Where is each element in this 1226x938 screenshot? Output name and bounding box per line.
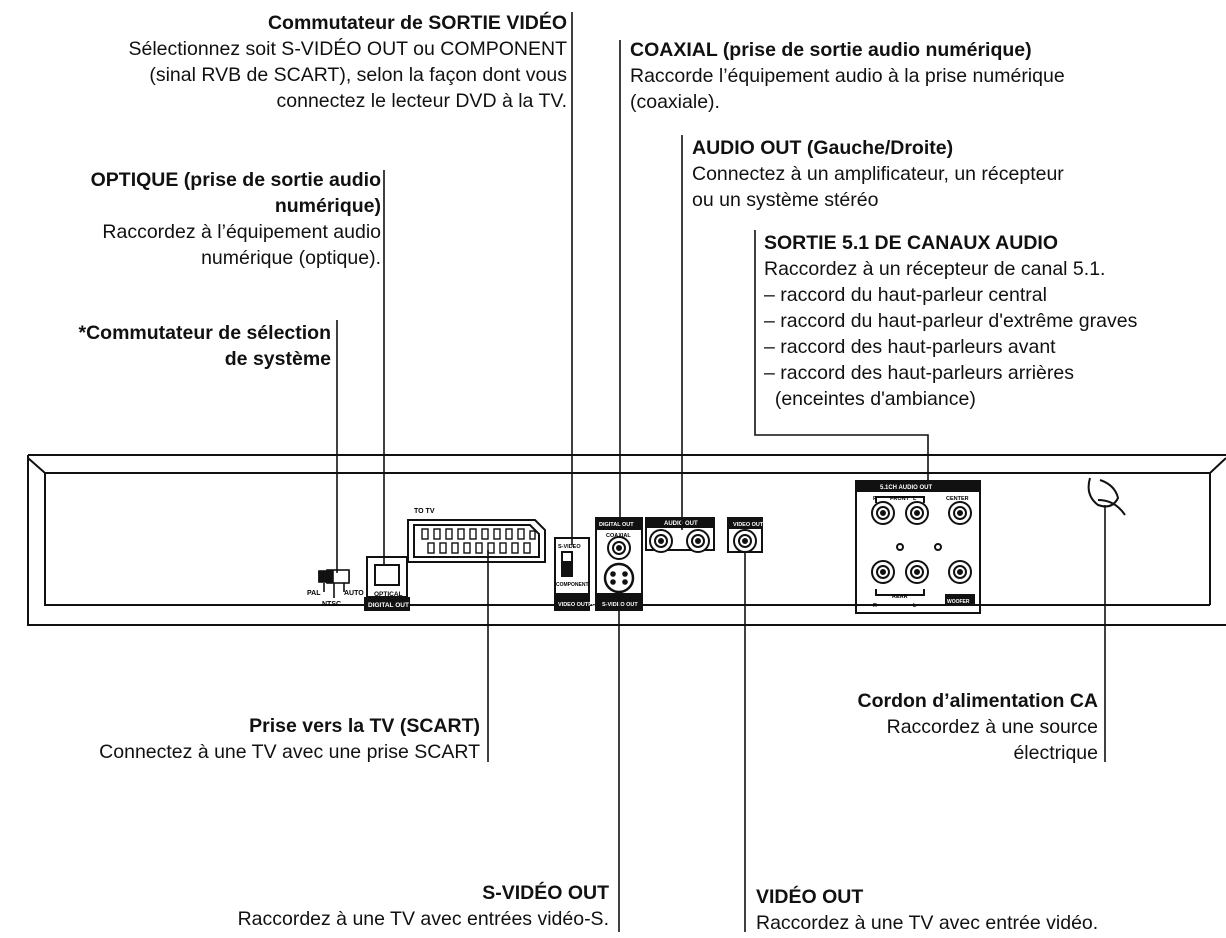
ntsc-label: NTSC	[322, 601, 341, 608]
audio-out-label: AUDIO OUT (Gauche/Droite) Connectez à un…	[692, 135, 1064, 213]
leader-lines	[336, 12, 1106, 932]
coaxial-title: COAXIAL (prise de sortie audio numérique…	[630, 39, 1032, 61]
optical-line: Raccordez à l’équipement audio	[102, 221, 381, 243]
scart-connector	[407, 519, 546, 563]
optical-line: numérique (optique).	[201, 247, 381, 269]
to-tv-label: TO TV	[414, 508, 435, 515]
optical-panel-label: OPTICAL	[374, 591, 403, 598]
scart-label: Prise vers la TV (SCART) Connectez à une…	[99, 713, 480, 765]
video-switch-label: Commutateur de SORTIE VIDÉO Sélectionnez…	[128, 10, 567, 114]
s-video-out-line: Raccordez à une TV avec entrées vidéo-S.	[237, 908, 609, 930]
scart-pins	[421, 528, 536, 554]
s-video-out-panel-label: S-VIDEO OUT	[602, 602, 638, 608]
power-cord	[1087, 477, 1126, 516]
video-out-title: VIDÉO OUT	[756, 886, 864, 908]
surround-line: (enceintes d'ambiance)	[764, 388, 976, 410]
auto-label: AUTO	[344, 590, 364, 597]
surround-line: – raccord des haut-parleurs avant	[764, 336, 1056, 358]
surround-title: SORTIE 5.1 DE CANAUX AUDIO	[764, 232, 1058, 254]
video-out-line: Raccordez à une TV avec entrée vidéo.	[756, 912, 1099, 934]
system-select-switch	[318, 569, 350, 598]
power-cord-title: Cordon d’alimentation CA	[857, 690, 1099, 712]
center-panel-label: CENTER	[946, 496, 969, 502]
coaxial-line: (coaxiale).	[630, 91, 720, 113]
surround-line: – raccord du haut-parleur d'extrême grav…	[764, 310, 1138, 332]
audio-out-title: AUDIO OUT (Gauche/Droite)	[692, 137, 954, 159]
audio-out-line: ou un système stéréo	[692, 189, 879, 211]
system-switch-title-1: *Commutateur de sélection	[78, 322, 331, 344]
video-switch-title: Commutateur de SORTIE VIDÉO	[267, 12, 567, 34]
video-out-jack	[727, 517, 763, 553]
rear-r-label: R	[873, 603, 877, 609]
woofer-panel-label: WOOFER	[947, 599, 970, 605]
system-switch-title-2: de système	[224, 348, 331, 370]
video-switch-line: connectez le lecteur DVD à la TV.	[276, 90, 568, 112]
video-switch-line: Sélectionnez soit S-VIDÉO OUT ou COMPONE…	[128, 38, 567, 60]
optical-jack	[364, 556, 410, 611]
ch-audio-out-panel-label: 5.1CH AUDIO OUT	[880, 485, 932, 491]
video-out-panel-label: VIDEO OUT	[733, 522, 764, 528]
optical-label: OPTIQUE (prise de sortie audio numérique…	[91, 167, 381, 271]
front-l-label: L	[913, 496, 917, 502]
coaxial-panel-label: COAXIAL	[606, 533, 631, 539]
component-switch-label: COMPONENT	[556, 582, 589, 588]
power-cord-line: électrique	[1013, 742, 1098, 764]
audio-out-panel-label: AUDIO OUT	[664, 521, 698, 527]
video-switch-line: (sinal RVB de SCART), selon la façon don…	[149, 64, 567, 86]
surround-line: – raccord du haut-parleur central	[764, 284, 1047, 306]
scart-title: Prise vers la TV (SCART)	[249, 715, 480, 737]
optical-title-1: OPTIQUE (prise de sortie audio	[90, 169, 381, 191]
s-video-out-title: S-VIDÉO OUT	[482, 882, 609, 904]
scart-line: Connectez à une TV avec une prise SCART	[99, 741, 480, 763]
front-r-label: R	[873, 496, 877, 502]
surround-line: – raccord des haut-parleurs arrières	[764, 362, 1074, 384]
s-video-switch-label: S-VIDEO	[558, 544, 581, 550]
coaxial-label: COAXIAL (prise de sortie audio numérique…	[630, 37, 1065, 115]
surround-line: Raccordez à un récepteur de canal 5.1.	[764, 258, 1106, 280]
rear-panel-label: REAR	[892, 594, 908, 600]
rear-l-label: L	[913, 603, 917, 609]
video-output-switch	[554, 537, 590, 611]
digital-out-top-label: DIGITAL OUT	[599, 522, 634, 528]
video-out-label: VIDÉO OUT Raccordez à une TV avec entrée…	[756, 884, 1098, 936]
digital-out-panel-label: DIGITAL OUT	[368, 602, 409, 609]
optical-title-2: numérique)	[274, 195, 381, 217]
s-video-out-label: S-VIDÉO OUT Raccordez à une TV avec entr…	[238, 880, 609, 932]
surround-label: SORTIE 5.1 DE CANAUX AUDIO Raccordez à u…	[764, 230, 1137, 412]
surround-audio-block	[855, 480, 981, 614]
power-cord-line: Raccordez à une source	[886, 716, 1098, 738]
audio-out-line: Connectez à un amplificateur, un récepte…	[692, 163, 1064, 185]
system-switch-label: *Commutateur de sélection de système	[79, 320, 331, 372]
power-cord-label: Cordon d’alimentation CA Raccordez à une…	[858, 688, 1099, 766]
pal-label: PAL	[307, 590, 321, 597]
audio-out-jacks	[645, 517, 715, 553]
coaxial-line: Raccorde l’équipement audio à la prise n…	[630, 65, 1065, 87]
front-panel-label: FRONT	[890, 496, 910, 502]
video-output-switch-label: VIDEO OUTPUT	[558, 602, 600, 608]
